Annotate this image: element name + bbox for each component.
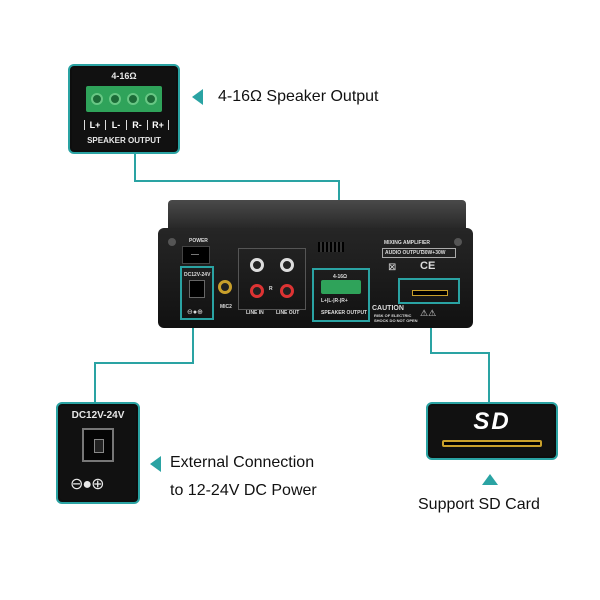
dc-power-caption-line-2: to 12-24V DC Power bbox=[170, 482, 317, 499]
pin-label: L+ bbox=[321, 298, 327, 304]
pin-label: R+ bbox=[147, 120, 168, 130]
dc-jack[interactable] bbox=[189, 280, 205, 298]
line-in-left-jack[interactable] bbox=[250, 258, 264, 272]
rca-panel bbox=[238, 248, 306, 310]
sd-card-slot bbox=[442, 440, 542, 447]
panel-screw-icon bbox=[454, 238, 462, 246]
vent-grille bbox=[318, 242, 344, 252]
dc-power-label: DC12V-24V bbox=[71, 410, 125, 421]
sd-logo: SD bbox=[473, 408, 511, 435]
sd-connector-line bbox=[488, 352, 490, 404]
power-label: POWER bbox=[189, 238, 208, 244]
audio-output-label: AUDIO OUTPUT bbox=[385, 250, 424, 256]
speaker-impedance-label: 4-16Ω bbox=[111, 71, 137, 81]
speaker-pin-labels: L+ L- R- R+ bbox=[84, 120, 169, 130]
power-switch[interactable] bbox=[182, 246, 210, 264]
amplifier-rear-panel: POWER DC12V-24V ⊖●⊕ MIC2 R LINE IN LINE … bbox=[158, 228, 473, 328]
sd-pointer-icon bbox=[482, 474, 498, 485]
line-in-label: LINE IN bbox=[246, 310, 264, 316]
caution-title: CAUTION bbox=[372, 305, 404, 312]
sd-card-caption: Support SD Card bbox=[418, 496, 540, 513]
warning-icon: ⚠⚠ bbox=[420, 308, 437, 318]
line-in-right-jack[interactable] bbox=[250, 284, 264, 298]
speaker-terminal-frame bbox=[312, 268, 370, 322]
pin-label: L+ bbox=[84, 120, 105, 130]
speaker-pointer-icon bbox=[192, 89, 203, 105]
dc-connector-line bbox=[94, 362, 194, 364]
dc-jack-frame bbox=[180, 266, 214, 320]
line-out-label: LINE OUT bbox=[276, 310, 300, 316]
speaker-output-label: SPEAKER OUTPUT bbox=[321, 310, 368, 316]
caution-line-2: SHOCK DO NOT OPEN bbox=[374, 318, 418, 323]
ce-mark: CE bbox=[420, 260, 436, 272]
speaker-connector-line bbox=[134, 150, 136, 182]
panel-screw-icon bbox=[168, 238, 176, 246]
pin-label: R- bbox=[334, 298, 340, 304]
dc-pointer-icon bbox=[150, 456, 161, 472]
speaker-output-callout: 4-16Ω L+ L- R- R+ SPEAKER OUTPUT bbox=[68, 64, 180, 154]
terminal-screw bbox=[145, 93, 157, 105]
terminal-screw bbox=[109, 93, 121, 105]
pin-label: L- bbox=[328, 298, 334, 304]
r-marker: R bbox=[269, 286, 273, 292]
dc-jack-label: DC12V-24V bbox=[184, 272, 211, 278]
dc-power-callout: DC12V-24V ⊖●⊕ bbox=[56, 402, 140, 504]
sd-connector-line bbox=[430, 304, 432, 354]
terminal-screw bbox=[127, 93, 139, 105]
weee-icon: ⊠ bbox=[388, 262, 397, 273]
dc-power-caption-line-1: External Connection bbox=[170, 454, 315, 471]
speaker-output-caption: 4-16Ω Speaker Output bbox=[218, 88, 379, 105]
speaker-connector-line bbox=[134, 180, 340, 182]
pin-label: R- bbox=[126, 120, 147, 130]
sd-connector-line bbox=[430, 352, 490, 354]
dc-polarity-icon: ⊖●⊕ bbox=[187, 309, 203, 316]
mixing-amplifier-title: MIXING AMPLIFIER bbox=[384, 240, 430, 246]
sd-slot-frame bbox=[398, 278, 460, 304]
rating-table bbox=[382, 248, 456, 258]
speaker-output-label: SPEAKER OUTPUT bbox=[87, 136, 161, 145]
pin-label: L- bbox=[105, 120, 126, 130]
pin-label: R+ bbox=[341, 298, 348, 304]
terminal-screw bbox=[91, 93, 103, 105]
speaker-pins: L+|L-|R-|R+ bbox=[321, 298, 348, 304]
dc-jack bbox=[82, 428, 114, 462]
sd-card-callout: SD bbox=[426, 402, 558, 460]
line-out-right-jack[interactable] bbox=[280, 284, 294, 298]
dc-connector-line bbox=[192, 318, 194, 364]
line-out-left-jack[interactable] bbox=[280, 258, 294, 272]
mic-label: MIC2 bbox=[220, 304, 232, 310]
dc-polarity-icon: ⊖●⊕ bbox=[70, 476, 104, 493]
speaker-impedance-label: 4-16Ω bbox=[333, 274, 348, 280]
dc-connector-line bbox=[94, 362, 96, 402]
audio-output-value: 30W+30W bbox=[422, 250, 446, 256]
speaker-terminal-block[interactable] bbox=[321, 280, 361, 294]
caution-line-1: RISK OF ELECTRIC bbox=[374, 313, 412, 318]
sd-card-slot[interactable] bbox=[412, 290, 448, 296]
mic-jack[interactable] bbox=[218, 280, 232, 294]
